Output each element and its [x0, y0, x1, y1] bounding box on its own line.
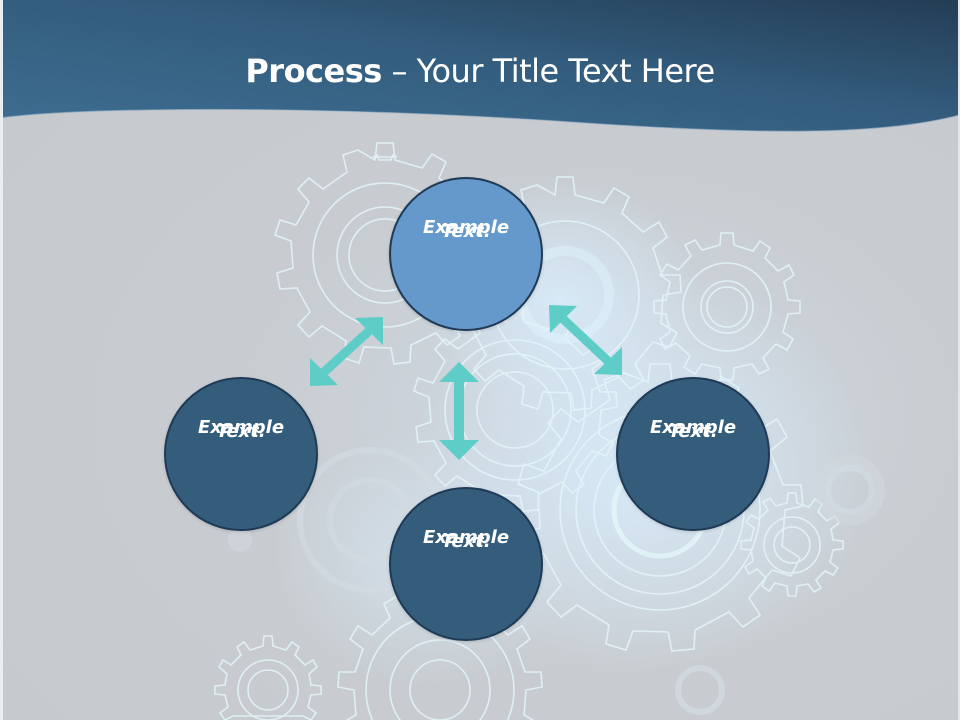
- node-right-line2: Text.: [668, 420, 718, 442]
- header-band: [0, 0, 960, 132]
- title-bold: Process: [245, 52, 382, 90]
- node-bottom-line2: Text.: [441, 530, 491, 552]
- node-right[interactable]: Example Text.: [616, 377, 770, 531]
- node-right-line1: Example: [649, 416, 737, 438]
- slide-title[interactable]: Process – Your Title Text Here: [0, 52, 960, 90]
- node-bottom-line1: Example: [422, 526, 510, 548]
- node-left[interactable]: Example Text.: [164, 377, 318, 531]
- right-edge-line: [958, 0, 960, 720]
- left-edge-line: [0, 0, 3, 720]
- title-rest: – Your Title Text Here: [381, 52, 715, 90]
- node-top[interactable]: Example Text.: [389, 177, 543, 331]
- node-top-line2: Text.: [441, 220, 491, 242]
- node-top-line1: Example: [422, 216, 510, 238]
- node-left-line1: Example: [197, 416, 285, 438]
- node-left-line2: Text.: [216, 420, 266, 442]
- node-bottom[interactable]: Example Text.: [389, 487, 543, 641]
